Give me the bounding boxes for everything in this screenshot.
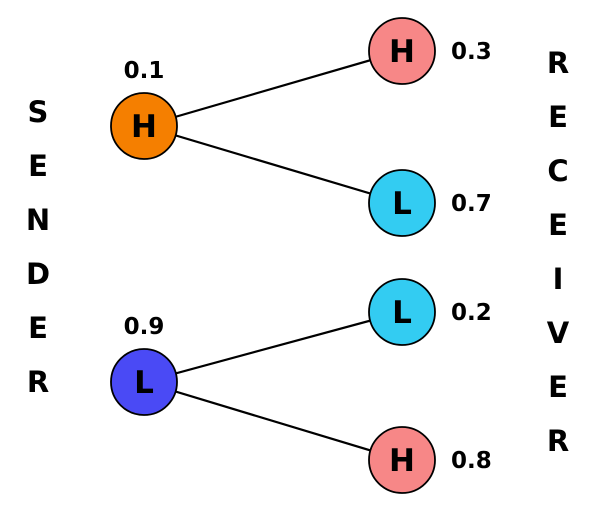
sender-label-letter: D xyxy=(25,257,51,291)
sender-node-l xyxy=(110,348,178,416)
receiver-node-h xyxy=(368,426,436,494)
receiver-probability-label: 0.3 xyxy=(451,39,492,65)
sender-label-letter: R xyxy=(26,365,50,399)
tree-edge xyxy=(143,49,403,128)
receiver-label-letter: V xyxy=(546,316,570,350)
receiver-node-label: L xyxy=(392,186,412,222)
receiver-label-letter: R xyxy=(546,46,570,80)
tree-edge xyxy=(143,380,403,462)
sender-probability-label: 0.9 xyxy=(124,314,165,340)
tree-edge xyxy=(143,124,403,205)
receiver-node-h xyxy=(368,17,436,85)
sender-node-label: H xyxy=(131,109,157,145)
receiver-probability-label: 0.7 xyxy=(451,191,492,217)
receiver-probability-label: 0.8 xyxy=(451,448,492,474)
sender-label-letter: E xyxy=(28,149,48,183)
sender-node-h xyxy=(110,92,178,160)
receiver-label-letter: I xyxy=(552,262,564,296)
receiver-label-letter: R xyxy=(546,424,570,458)
receiver-label-letter: E xyxy=(548,100,568,134)
receiver-node-label: L xyxy=(392,295,412,331)
sender-node-label: L xyxy=(134,365,154,401)
sender-label-letter: N xyxy=(25,203,51,237)
sender-label-letter: E xyxy=(28,311,48,345)
sender-probability-label: 0.1 xyxy=(124,58,165,84)
receiver-label-letter: E xyxy=(548,370,568,404)
receiver-node-l xyxy=(368,278,436,346)
receiver-node-label: H xyxy=(389,443,415,479)
receiver-probability-label: 0.2 xyxy=(451,300,492,326)
sender-label-letter: S xyxy=(27,95,49,129)
receiver-label-letter: E xyxy=(548,208,568,242)
receiver-node-l xyxy=(368,169,436,237)
tree-edge xyxy=(143,310,403,384)
receiver-label-letter: C xyxy=(547,154,569,188)
receiver-node-label: H xyxy=(389,34,415,70)
